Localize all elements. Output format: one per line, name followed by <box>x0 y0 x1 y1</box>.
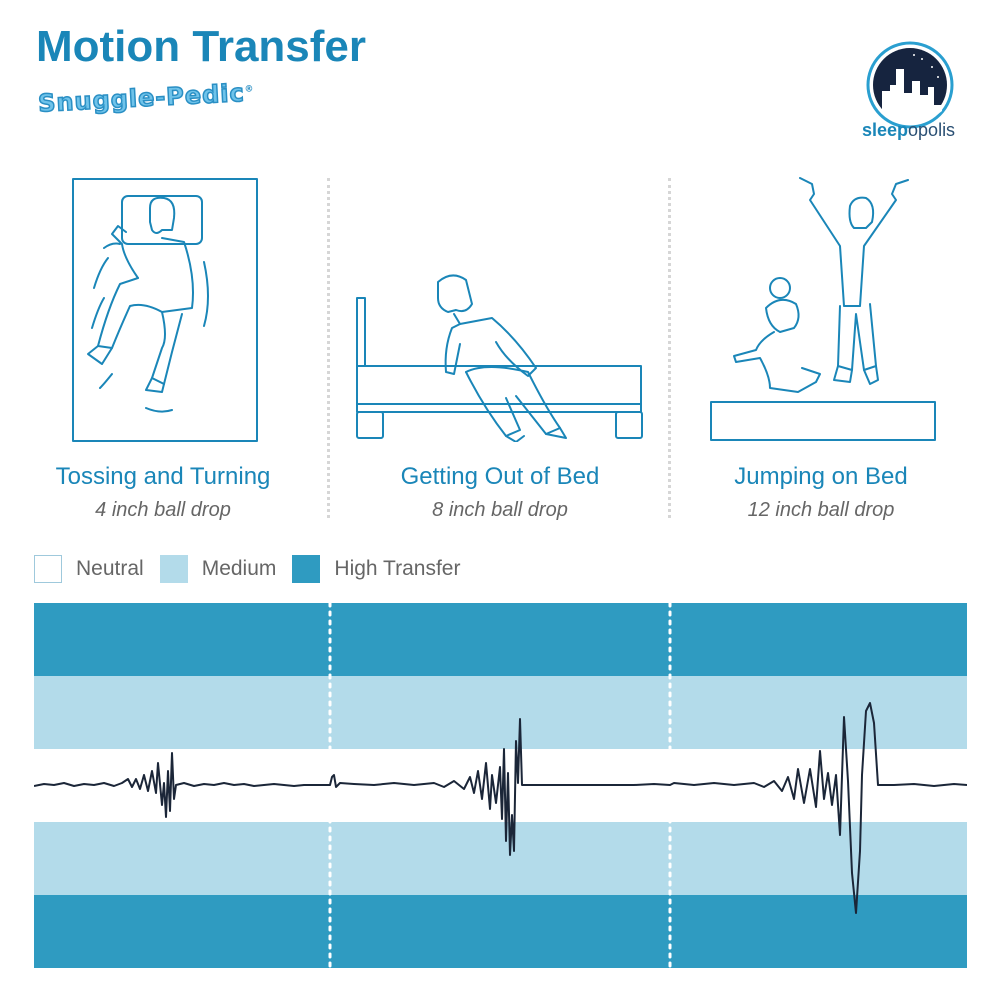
swatch-medium <box>159 555 188 583</box>
scene-subtitle-getting-out: 8 inch ball drop <box>432 499 568 521</box>
legend-item-high: High Transfer <box>292 555 460 583</box>
band-high-bottom <box>34 895 967 968</box>
legend-item-neutral: Neutral <box>34 555 144 583</box>
brand-name: Snuggle-Pedic <box>37 78 246 118</box>
scene-subtitle-jumping: 12 inch ball drop <box>747 499 895 521</box>
legend-label: Neutral <box>76 557 144 580</box>
legend-label: High Transfer <box>334 557 461 580</box>
motion-transfer-chart <box>34 603 967 968</box>
logo-wordmark: sleepopolis <box>862 120 962 141</box>
swatch-neutral <box>34 555 62 583</box>
band-medium-top <box>34 676 967 749</box>
band-medium-bottom <box>34 822 967 895</box>
legend-label: Medium <box>201 557 277 580</box>
person-getting-out-of-bed-icon <box>356 274 643 442</box>
chart-legend: Neutral Medium High Transfer <box>34 555 476 583</box>
scene-title-jumping: Jumping on Bed <box>734 463 908 490</box>
sleepopolis-logo-icon <box>866 41 954 129</box>
scene-title-tossing: Tossing and Turning <box>55 463 271 490</box>
brand-logo: Snuggle-Pedic® <box>37 78 255 118</box>
column-divider <box>327 178 330 518</box>
scene-subtitle-tossing: 4 inch ball drop <box>95 499 231 521</box>
band-high-top <box>34 603 967 676</box>
motion-trace <box>34 603 967 968</box>
swatch-high <box>292 555 321 583</box>
logo-rest: opolis <box>908 120 956 140</box>
column-divider <box>668 178 671 518</box>
page-title: Motion Transfer <box>36 22 367 71</box>
person-tossing-in-bed-icon <box>72 178 258 442</box>
logo-bold: sleep <box>862 120 909 140</box>
registered-mark: ® <box>244 84 255 95</box>
legend-item-medium: Medium <box>159 555 277 583</box>
scene-title-getting-out: Getting Out of Bed <box>400 463 600 490</box>
kids-jumping-on-bed-icon <box>710 177 936 441</box>
